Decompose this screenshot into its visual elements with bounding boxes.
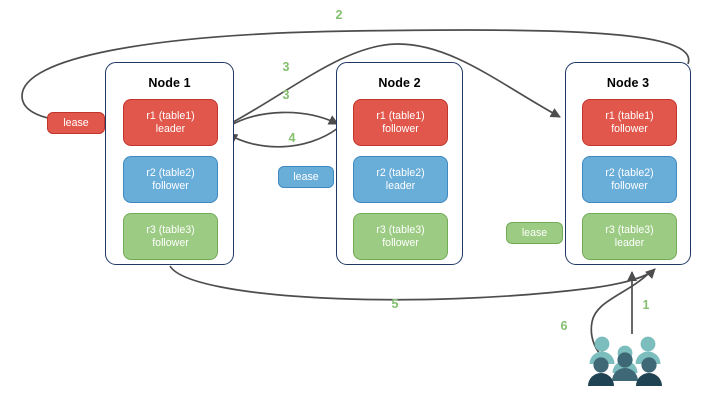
- replica-role: leader: [385, 179, 416, 192]
- replica-n3-r3[interactable]: r3 (table3) leader: [582, 213, 677, 260]
- node-3-title: Node 3: [606, 76, 650, 90]
- replica-name: r3 (table3): [605, 223, 654, 236]
- replica-role: follower: [382, 236, 419, 249]
- lease-label: lease: [293, 171, 319, 183]
- lease-chip-red[interactable]: lease: [47, 112, 105, 134]
- replica-name: r3 (table3): [146, 223, 195, 236]
- replica-name: r1 (table1): [146, 109, 195, 122]
- replica-n2-r3[interactable]: r3 (table3) follower: [353, 213, 448, 260]
- replica-n3-r1[interactable]: r1 (table1) follower: [582, 99, 677, 146]
- node-1-title: Node 1: [148, 76, 191, 90]
- step-label-1: 1: [642, 298, 650, 312]
- lease-label: lease: [521, 227, 548, 239]
- replica-n1-r2[interactable]: r2 (table2) follower: [123, 156, 218, 203]
- replica-role: follower: [152, 236, 189, 249]
- replica-name: r1 (table1): [376, 109, 425, 122]
- node-1-box[interactable]: Node 1 r1 (table1) leader r2 (table2) fo…: [105, 62, 234, 265]
- step-label-4: 4: [288, 131, 296, 145]
- replica-n2-r1[interactable]: r1 (table1) follower: [353, 99, 448, 146]
- step-label-3b: 3: [282, 88, 290, 102]
- client-group[interactable]: [588, 334, 662, 390]
- step-label-3a: 3: [282, 60, 290, 74]
- step-label-6: 6: [560, 319, 568, 333]
- lease-chip-blue[interactable]: lease: [278, 166, 334, 188]
- replica-name: r2 (table2): [376, 166, 425, 179]
- arrow-step-5: [169, 265, 656, 301]
- node-3-box[interactable]: Node 3 r1 (table1) follower r2 (table2) …: [565, 62, 691, 265]
- replica-n3-r2[interactable]: r2 (table2) follower: [582, 156, 677, 203]
- people-icon: [588, 336, 662, 386]
- replica-role: follower: [611, 179, 648, 192]
- lease-label: lease: [63, 117, 89, 129]
- replica-name: r2 (table2): [146, 166, 195, 179]
- replica-role: leader: [155, 122, 186, 135]
- arrow-step-3b: [225, 111, 339, 129]
- replica-name: r3 (table3): [376, 223, 425, 236]
- replica-n2-r2[interactable]: r2 (table2) leader: [353, 156, 448, 203]
- lease-chip-green[interactable]: lease: [506, 222, 563, 244]
- replica-n1-r1[interactable]: r1 (table1) leader: [123, 99, 218, 146]
- replica-n1-r3[interactable]: r3 (table3) follower: [123, 213, 218, 260]
- replica-role: follower: [611, 122, 648, 135]
- replica-role: follower: [152, 179, 189, 192]
- node-2-box[interactable]: Node 2 r1 (table1) follower r2 (table2) …: [336, 62, 463, 265]
- step-label-5: 5: [391, 297, 399, 311]
- replica-role: follower: [382, 122, 419, 135]
- replica-name: r2 (table2): [605, 166, 654, 179]
- step-label-2: 2: [335, 8, 343, 22]
- replica-name: r1 (table1): [605, 109, 654, 122]
- node-2-title: Node 2: [378, 76, 421, 90]
- replica-role: leader: [614, 236, 645, 249]
